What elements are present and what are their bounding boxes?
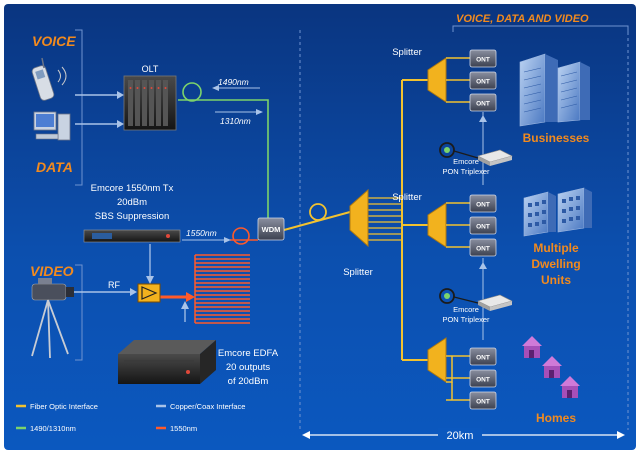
ont-link-bottom-head bbox=[479, 262, 487, 269]
ont-label: ONT bbox=[476, 246, 490, 253]
computer-icon bbox=[33, 111, 71, 141]
green-fiber-coil bbox=[182, 82, 202, 102]
tx-label-line1: Emcore 1550nm Tx bbox=[91, 183, 174, 194]
edfa-label-line1: Emcore EDFA bbox=[218, 348, 279, 359]
apartment-building-icon bbox=[523, 187, 592, 237]
tx-label-line2: 20dBm bbox=[117, 197, 147, 208]
bottom-splitter bbox=[427, 337, 470, 401]
arrow-1550-head bbox=[224, 237, 231, 243]
data-arrow bbox=[117, 120, 124, 128]
homes-label: Homes bbox=[536, 411, 576, 425]
legend-copper-label: Copper/Coax Interface bbox=[170, 402, 245, 411]
olt-label: OLT bbox=[142, 64, 159, 74]
voice-label: VOICE bbox=[32, 33, 76, 49]
legend-laser-label: 1550nm bbox=[170, 424, 197, 433]
ont-label: ONT bbox=[476, 79, 490, 86]
rf-arrow bbox=[130, 288, 137, 296]
wdm-box: WDM bbox=[257, 217, 285, 241]
ont-boxes: ONT ONT ONT ONT ONT ONT ONT ONT ONT bbox=[469, 49, 497, 410]
transmitter-icon bbox=[83, 229, 181, 243]
top-splitter-label: Splitter bbox=[392, 47, 422, 58]
ont-label: ONT bbox=[476, 355, 490, 362]
mdu-label-line3: Units bbox=[541, 273, 571, 287]
olt-chassis-icon bbox=[123, 75, 177, 131]
businesses-label: Businesses bbox=[523, 131, 590, 145]
edfa-label-line3: of 20dBm bbox=[228, 376, 269, 387]
ont-label: ONT bbox=[476, 224, 490, 231]
rf-amplifier-icon bbox=[137, 283, 161, 303]
rf-to-edfa-arrow bbox=[186, 292, 195, 302]
wavelength-1490-label: 1490nm bbox=[218, 77, 249, 87]
mdu-label-line1: Multiple bbox=[533, 241, 579, 255]
ont-label: ONT bbox=[476, 377, 490, 384]
distance-arrow-left bbox=[302, 431, 310, 439]
legend-green-label: 1490/1310nm bbox=[30, 424, 76, 433]
distance-label-bg bbox=[438, 428, 482, 442]
video-camera-icon bbox=[31, 278, 74, 359]
trunk-fiber-coil bbox=[309, 203, 327, 221]
mdu-label-line2: Dwelling bbox=[531, 257, 580, 271]
edfa-output-fibers bbox=[194, 254, 250, 324]
voice-data-video-heading: VOICE, DATA AND VIDEO bbox=[456, 13, 589, 25]
voice-data-video-bracket bbox=[452, 25, 629, 32]
wavelength-1550-label: 1550nm bbox=[186, 228, 217, 238]
edfa-up-arrow bbox=[181, 301, 189, 309]
triplexer-icon bbox=[477, 149, 513, 166]
data-label: DATA bbox=[36, 159, 73, 175]
video-label: VIDEO bbox=[30, 263, 74, 279]
triplexer1-label-line2: PON Triplexer bbox=[442, 167, 490, 176]
arrow-1310-head bbox=[256, 109, 263, 115]
triplexer2-label-line1: Emcore bbox=[453, 305, 479, 314]
phone-icon bbox=[31, 57, 67, 101]
triplexer-fiber-coil bbox=[439, 142, 479, 304]
tx-to-rf-arrow bbox=[146, 276, 154, 284]
ont-label: ONT bbox=[476, 399, 490, 406]
green-fiber-line bbox=[178, 99, 269, 222]
voice-arrow bbox=[117, 91, 124, 99]
laser-coil bbox=[232, 227, 250, 245]
wavelength-1310-label: 1310nm bbox=[220, 116, 251, 126]
video-bracket bbox=[75, 264, 83, 361]
voice-data-bracket bbox=[75, 29, 83, 186]
edfa-icon bbox=[118, 340, 216, 384]
triplexer1-label-line1: Emcore bbox=[453, 157, 479, 166]
mid-splitter-label: Splitter bbox=[392, 192, 422, 203]
legend-fiber-label: Fiber Optic Interface bbox=[30, 402, 98, 411]
rf-label: RF bbox=[108, 280, 120, 290]
mid-splitter bbox=[427, 202, 470, 248]
triplexer2-label-line2: PON Triplexer bbox=[442, 315, 490, 324]
main-splitter-label: Splitter bbox=[343, 267, 373, 278]
house-icon bbox=[522, 336, 580, 398]
distance-arrow-right bbox=[617, 431, 625, 439]
tx-label-line3: SBS Suppression bbox=[95, 211, 169, 222]
wdm-to-splitter-fiber bbox=[283, 211, 351, 231]
main-splitter bbox=[349, 188, 369, 248]
business-building-icon bbox=[519, 53, 590, 127]
arrow-1490-head bbox=[212, 85, 219, 91]
ont-link-top-head bbox=[479, 115, 487, 122]
edfa-label-line2: 20 outputs bbox=[226, 362, 271, 373]
top-splitter bbox=[427, 57, 470, 103]
ont-label: ONT bbox=[476, 57, 490, 64]
triplexer-icon bbox=[477, 294, 513, 311]
wdm-label: WDM bbox=[262, 225, 281, 234]
ont-label: ONT bbox=[476, 101, 490, 108]
main-splitter-outputs bbox=[368, 197, 402, 241]
distance-label: 20km bbox=[447, 430, 474, 442]
ont-label: ONT bbox=[476, 202, 490, 209]
